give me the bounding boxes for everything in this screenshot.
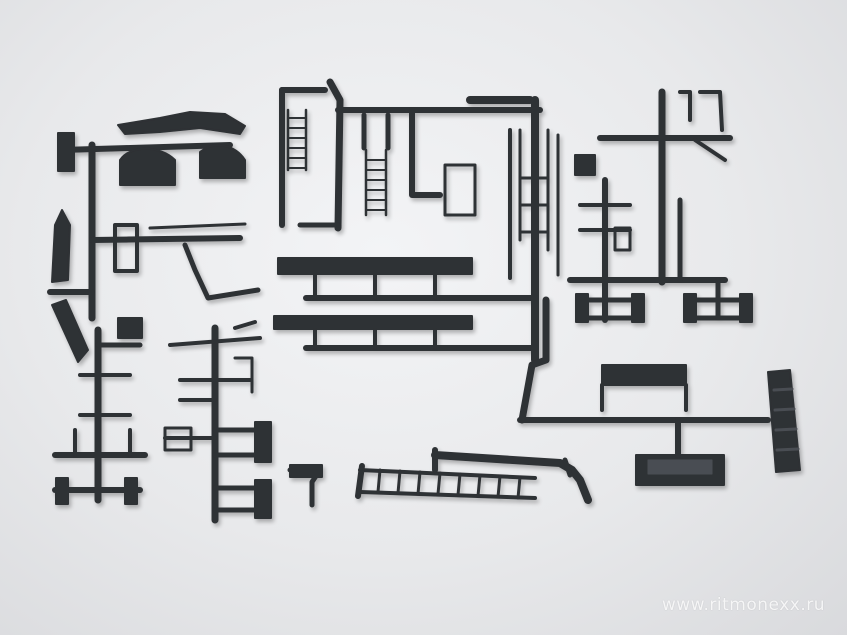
sprue-right-lower bbox=[600, 364, 801, 486]
sprue-left-upper bbox=[47, 111, 261, 363]
sprue-bottom-ladder bbox=[355, 447, 592, 504]
sprue-left-lower bbox=[52, 317, 148, 505]
sprue-central-runner bbox=[508, 96, 771, 424]
sprue-center-ladders bbox=[279, 78, 543, 232]
sprue-right-upper bbox=[567, 88, 753, 323]
sprue-center-lower bbox=[163, 320, 323, 524]
sprue-long-bars bbox=[273, 257, 538, 351]
watermark-text: www.ritmonexx.ru bbox=[661, 595, 825, 615]
